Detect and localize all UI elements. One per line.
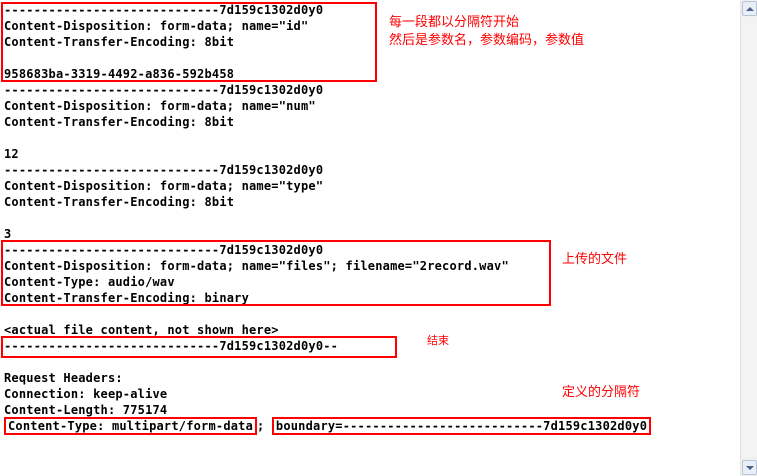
body-line: -----------------------------7d159c1302d… — [4, 163, 324, 177]
body-line: -----------------------------7d159c1302d… — [4, 243, 324, 257]
body-line: Content-Transfer-Encoding: binary — [4, 291, 250, 305]
body-line — [4, 50, 734, 66]
separator-semicolon: ; — [257, 419, 265, 433]
body-line: Content-Transfer-Encoding: 8bit — [4, 35, 235, 49]
arrow-up-icon — [745, 6, 754, 11]
body-line: Content-Disposition: form-data; name="ty… — [4, 179, 324, 193]
content-type-highlight: Content-Type: multipart/form-data — [4, 417, 258, 435]
vertical-scrollbar[interactable] — [740, 0, 757, 476]
scroll-down-button[interactable] — [742, 460, 757, 475]
boundary-highlight: boundary=---------------------------7d15… — [271, 417, 652, 435]
scrollbar-track[interactable] — [742, 17, 757, 457]
body-line: 958683ba-3319-4492-a836-592b458 — [4, 67, 235, 81]
body-line: -----------------------------7d159c1302d… — [4, 83, 324, 97]
body-line: Content-Disposition: form-data; name="fi… — [4, 259, 509, 273]
scroll-up-button[interactable] — [742, 1, 757, 16]
body-line: 3 — [4, 227, 12, 241]
annotation-segment-start-2: 然后是参数名，参数编码，参数值 — [389, 33, 585, 48]
body-line: -----------------------------7d159c1302d… — [4, 3, 324, 17]
body-line — [4, 210, 734, 226]
body-line: Connection: keep-alive — [4, 387, 168, 401]
body-line: Content-Type: audio/wav — [4, 275, 175, 289]
annotation-segment-start-1: 每一段都以分隔符开始 — [389, 15, 520, 30]
body-line: Content-Length: 775174 — [4, 403, 168, 417]
body-line: Content-Transfer-Encoding: 8bit — [4, 195, 235, 209]
content-type-line: Content-Type: multipart/form-data; bound… — [4, 417, 734, 435]
annotation-defined-separator: 定义的分隔符 — [562, 385, 641, 400]
annotation-uploaded-file: 上传的文件 — [562, 252, 628, 267]
body-line — [4, 130, 734, 146]
body-line — [4, 306, 734, 322]
arrow-down-icon — [745, 465, 754, 470]
body-line — [4, 354, 734, 370]
body-line: Content-Transfer-Encoding: 8bit — [4, 115, 235, 129]
body-line: -----------------------------7d159c1302d… — [4, 339, 339, 353]
body-line: Content-Disposition: form-data; name="id… — [4, 19, 309, 33]
body-line: 12 — [4, 147, 19, 161]
annotation-end: 结束 — [427, 334, 449, 347]
body-line: Content-Disposition: form-data; name="nu… — [4, 99, 316, 113]
body-line: <actual file content, not shown here> — [4, 323, 279, 337]
request-body-text: -----------------------------7d159c1302d… — [4, 2, 734, 435]
body-line: Request Headers: — [4, 371, 123, 385]
